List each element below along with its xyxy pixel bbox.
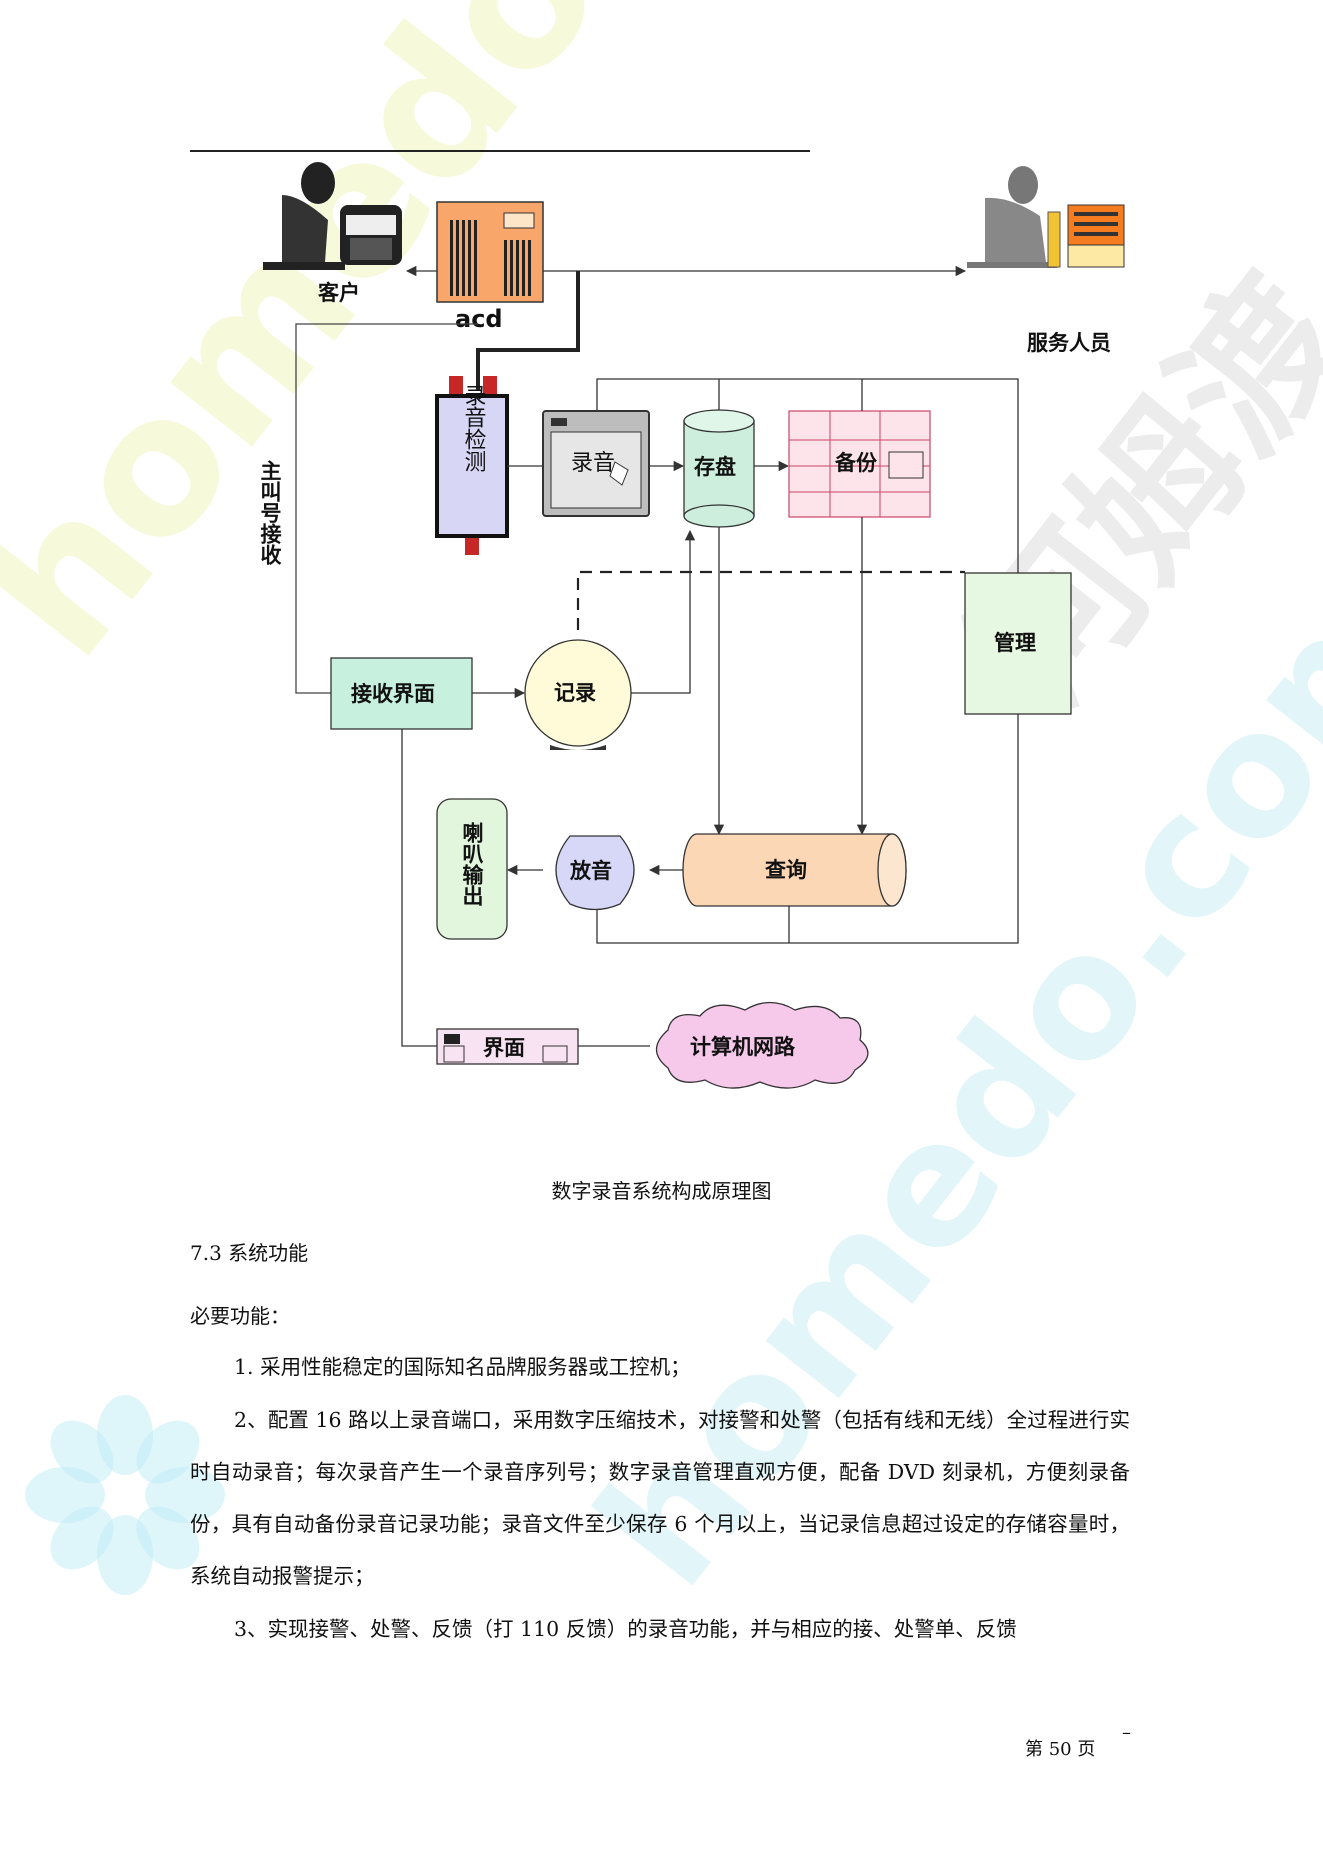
backup-box: [788, 410, 931, 518]
query-label: 查询: [765, 858, 807, 882]
system-diagram: 客户 acd 服务人员 主叫号接: [190, 150, 1125, 1089]
network-label: 计算机网路: [690, 1035, 796, 1059]
caller-id-label: 主叫号接收: [258, 460, 282, 566]
manage-box: [964, 572, 1072, 715]
paragraph-2: 2、配置 16 路以上录音端口，采用数字压缩技术，对接警和处警（包括有线和无线）…: [190, 1408, 1130, 1588]
footer-mark: –: [1122, 1722, 1131, 1743]
section-title: 7.3 系统功能: [190, 1241, 309, 1265]
network-cloud: [655, 1001, 869, 1089]
playback-label: 放音: [569, 859, 612, 883]
interface-label: 界面: [483, 1036, 525, 1060]
page-number: 第 50 页: [1025, 1739, 1096, 1760]
store-cylinder: [683, 409, 755, 528]
paragraph-1: 1. 采用性能稳定的国际知名品牌服务器或工控机；: [234, 1355, 691, 1379]
log-label: 记录: [554, 681, 596, 705]
subheading: 必要功能：: [190, 1304, 290, 1328]
record-detect-device: [435, 376, 509, 555]
speaker-output-box: [436, 798, 508, 940]
service-staff-label: 服务人员: [1027, 331, 1111, 355]
service-staff-icon: [967, 166, 1125, 268]
manage-label: 管理: [994, 631, 1036, 655]
record-window: [542, 410, 650, 517]
backup-label: 备份: [834, 451, 878, 475]
customer-label: 客户: [318, 281, 360, 305]
receive-ui-label: 接收界面: [351, 682, 435, 706]
figure-caption: 数字录音系统构成原理图: [551, 1179, 772, 1203]
speaker-output-label: 喇叭输出: [460, 822, 484, 906]
acd-icon: [436, 201, 544, 303]
customer-icon: [263, 162, 402, 270]
record-detect-label: 录音检测: [461, 384, 487, 472]
playback-shape: [555, 835, 635, 911]
paragraph-3: 3、实现接警、处警、反馈（打 110 反馈）的录音功能，并与相应的接、处警单、反…: [234, 1617, 1017, 1641]
store-label: 存盘: [694, 455, 736, 479]
query-cylinder: [682, 833, 907, 907]
record-label: 录音: [571, 451, 615, 476]
acd-label: acd: [455, 305, 503, 333]
